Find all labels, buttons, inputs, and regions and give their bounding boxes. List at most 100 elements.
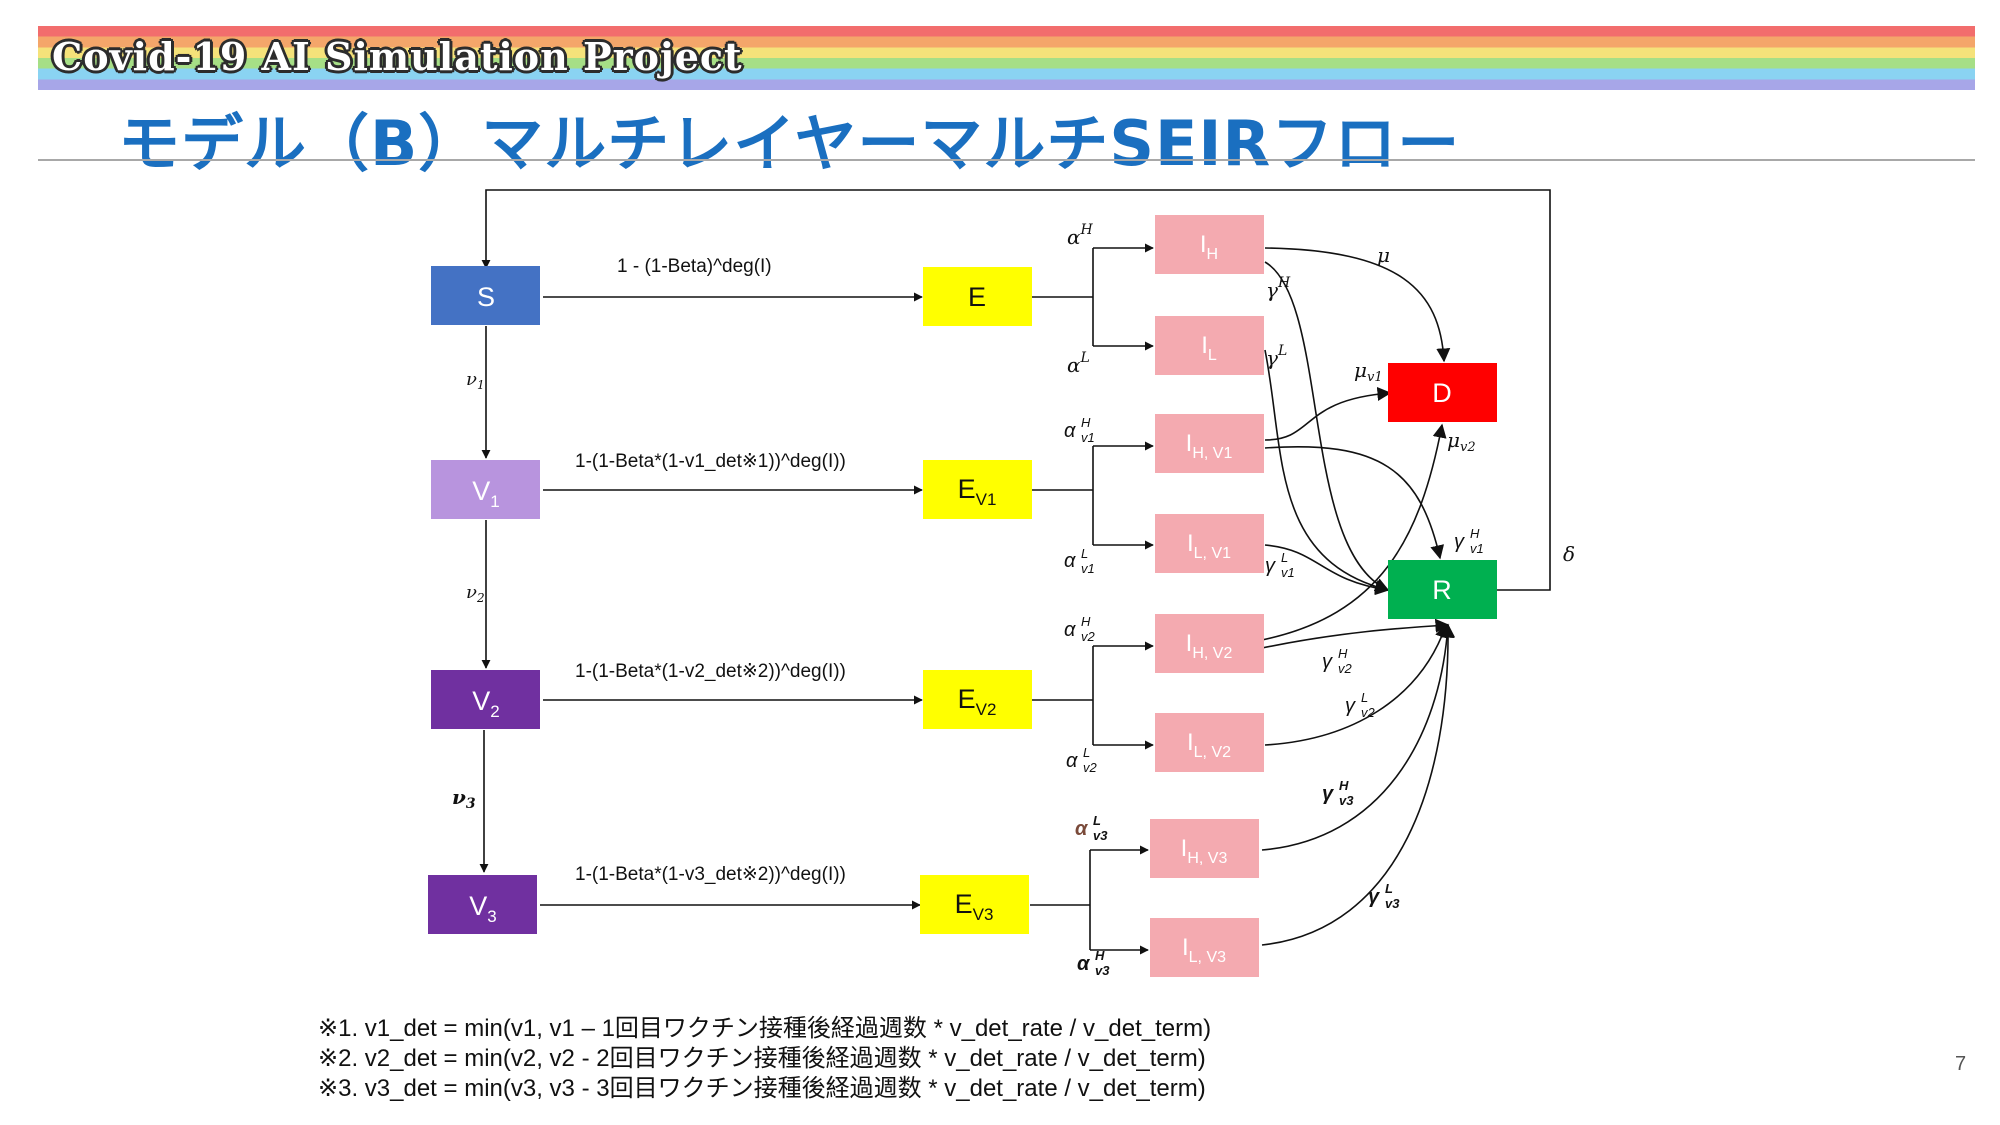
svg-text:IH: IH bbox=[1200, 231, 1218, 263]
label-alpha-l-v2: α L v2 bbox=[1066, 745, 1098, 775]
svg-text:γ: γ bbox=[1265, 555, 1276, 577]
label-nu1: ν1 bbox=[466, 369, 485, 392]
svg-text:H: H bbox=[1338, 646, 1348, 661]
label-infection-v3: 1-(1-Beta*(1-v3_det※2))^deg(I)) bbox=[575, 864, 846, 885]
label-mu-v2: μv2 bbox=[1447, 428, 1476, 455]
svg-text:V2: V2 bbox=[472, 686, 499, 721]
svg-text:α: α bbox=[1066, 750, 1078, 772]
svg-text:R: R bbox=[1432, 575, 1452, 605]
svg-text:γ: γ bbox=[1322, 651, 1333, 673]
node-v3: V3 bbox=[428, 875, 537, 934]
svg-text:α: α bbox=[1075, 818, 1089, 840]
node-ev3: EV3 bbox=[920, 875, 1029, 934]
curve-ihv3-to-r bbox=[1261, 623, 1455, 851]
label-nu3: ν3 bbox=[452, 785, 476, 812]
label-gamma-h-v2: γ H v2 bbox=[1322, 646, 1353, 676]
label-gamma-h-v3: γ H v3 bbox=[1322, 778, 1354, 808]
label-alpha-h-v1: α H v1 bbox=[1064, 415, 1095, 445]
svg-text:IH, V1: IH, V1 bbox=[1186, 430, 1233, 462]
label-gamma-l-v1: γ L v1 bbox=[1265, 550, 1295, 580]
label-alpha-l-v3: α L v3 bbox=[1075, 813, 1108, 843]
node-ilv3: IL, V3 bbox=[1150, 918, 1259, 977]
slide-title: モデル（B）マルチレイヤーマルチSEIRフロー bbox=[118, 107, 1461, 180]
svg-text:H: H bbox=[1095, 948, 1105, 963]
curve-ihv1-to-r bbox=[1264, 446, 1445, 560]
svg-text:H: H bbox=[1470, 526, 1480, 541]
node-il: IL bbox=[1155, 316, 1264, 375]
svg-text:S: S bbox=[477, 282, 495, 312]
svg-text:v2: v2 bbox=[1361, 705, 1376, 720]
svg-text:v1: v1 bbox=[1081, 561, 1095, 576]
svg-text:V1: V1 bbox=[472, 476, 499, 511]
node-d: D bbox=[1388, 363, 1497, 422]
footnote-1: ※1. v1_det = min(v1, v1 – 1回目ワクチン接種後経過週数… bbox=[318, 1015, 1212, 1042]
node-v2: V2 bbox=[431, 670, 540, 729]
curve-ilv2-to-r bbox=[1264, 623, 1449, 746]
node-ih: IH bbox=[1155, 215, 1264, 274]
label-nu2: ν2 bbox=[466, 582, 485, 605]
curve-ilv1-to-r bbox=[1264, 544, 1390, 596]
svg-text:v3: v3 bbox=[1339, 793, 1354, 808]
branch-ev1 bbox=[1032, 441, 1154, 550]
node-ilv1: IL, V1 bbox=[1155, 514, 1264, 573]
node-ev2: EV2 bbox=[923, 670, 1032, 729]
node-ev1: EV1 bbox=[923, 460, 1032, 519]
label-infection-v2: 1-(1-Beta*(1-v2_det※2))^deg(I)) bbox=[575, 661, 846, 682]
svg-text:v2: v2 bbox=[1338, 661, 1353, 676]
svg-text:L: L bbox=[1385, 881, 1393, 896]
node-v1: V1 bbox=[431, 460, 540, 519]
curve-ihv1-to-d bbox=[1264, 387, 1392, 441]
label-gamma-l-v3: γ L v3 bbox=[1368, 881, 1400, 911]
node-s: S bbox=[431, 266, 540, 325]
svg-text:L: L bbox=[1361, 690, 1368, 705]
svg-text:γ: γ bbox=[1368, 886, 1381, 908]
curve-il-to-r bbox=[1264, 349, 1390, 594]
title-divider bbox=[38, 159, 1975, 161]
label-mu-v1: μv1 bbox=[1354, 358, 1383, 385]
svg-text:E: E bbox=[968, 282, 986, 312]
project-name: Covid-19 AI Simulation Project bbox=[52, 34, 743, 79]
curve-ihv2-to-r bbox=[1261, 618, 1450, 649]
svg-text:L: L bbox=[1281, 550, 1288, 565]
svg-text:α: α bbox=[1077, 953, 1091, 975]
svg-text:IL, V1: IL, V1 bbox=[1187, 530, 1231, 562]
svg-text:v2: v2 bbox=[1083, 760, 1098, 775]
label-gamma-h: γH bbox=[1266, 275, 1291, 302]
svg-text:L: L bbox=[1093, 813, 1101, 828]
node-ihv1: IH, V1 bbox=[1155, 414, 1264, 473]
svg-text:α: α bbox=[1064, 420, 1076, 442]
svg-text:D: D bbox=[1432, 378, 1452, 408]
svg-text:IL, V3: IL, V3 bbox=[1182, 934, 1226, 966]
page-number: 7 bbox=[1955, 1053, 1967, 1075]
branch-ev3 bbox=[1030, 845, 1149, 955]
svg-text:v2: v2 bbox=[1081, 629, 1096, 644]
svg-text:IL, V2: IL, V2 bbox=[1187, 729, 1231, 761]
node-e: E bbox=[923, 267, 1032, 326]
svg-text:EV1: EV1 bbox=[958, 474, 997, 509]
node-ihv3: IH, V3 bbox=[1150, 819, 1259, 878]
svg-text:v1: v1 bbox=[1081, 430, 1095, 445]
label-alpha-l: αL bbox=[1067, 350, 1090, 377]
label-infection-v1: 1-(1-Beta*(1-v1_det※1))^deg(I)) bbox=[575, 451, 846, 472]
svg-text:v3: v3 bbox=[1095, 963, 1110, 978]
node-ihv2: IH, V2 bbox=[1155, 614, 1264, 673]
footnote-2: ※2. v2_det = min(v2, v2 - 2回目ワクチン接種後経過週数… bbox=[318, 1045, 1206, 1072]
curve-ilv3-to-r bbox=[1261, 623, 1456, 946]
node-r: R bbox=[1388, 560, 1497, 619]
svg-text:L: L bbox=[1081, 546, 1088, 561]
svg-text:H: H bbox=[1081, 614, 1091, 629]
svg-text:V3: V3 bbox=[469, 891, 496, 926]
svg-text:EV2: EV2 bbox=[958, 684, 997, 719]
label-gamma-l: γL bbox=[1266, 343, 1287, 370]
svg-text:IL: IL bbox=[1201, 332, 1217, 364]
svg-text:IH, V3: IH, V3 bbox=[1181, 835, 1228, 867]
rainbow-banner bbox=[38, 26, 1975, 90]
label-alpha-l-v1: α L v1 bbox=[1064, 546, 1095, 576]
label-gamma-h-v1: γ H v1 bbox=[1454, 526, 1484, 556]
branch-ev2 bbox=[1032, 641, 1154, 750]
svg-text:γ: γ bbox=[1345, 695, 1356, 717]
curve-ih-to-d bbox=[1264, 247, 1451, 363]
label-alpha-h-v3: α H v3 bbox=[1077, 948, 1110, 978]
svg-text:v3: v3 bbox=[1093, 828, 1108, 843]
